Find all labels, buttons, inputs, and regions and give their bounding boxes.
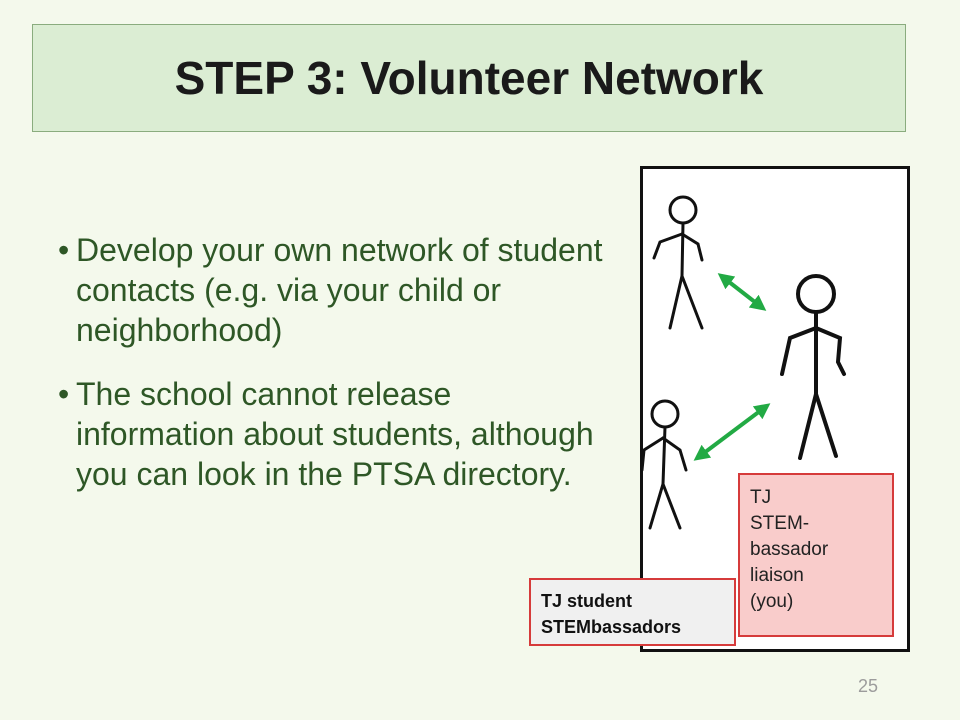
network-diagram: [640, 195, 846, 530]
slide-title: STEP 3: Volunteer Network: [174, 52, 764, 104]
bullet-list: • Develop your own network of student co…: [58, 230, 618, 518]
bullet-marker: •: [58, 232, 70, 268]
student-label-line: STEMbassadors: [541, 617, 682, 637]
bullet-text: Develop your own network of student cont…: [76, 232, 603, 348]
student-stick-figure-top: [652, 195, 704, 330]
liaison-label-line: TJ: [750, 487, 772, 508]
liaison-label-line: STEM-: [750, 513, 810, 534]
liaison-label-line: bassador: [750, 539, 829, 560]
page-number: 25: [858, 676, 879, 696]
bullet-marker: •: [58, 376, 70, 412]
connection-arrow-icon: [693, 403, 771, 461]
bullet-text: The school cannot release information ab…: [76, 376, 594, 492]
student-label-line: TJ student: [541, 591, 633, 611]
bullet-item: • Develop your own network of student co…: [58, 230, 618, 350]
liaison-label-box: TJ STEM- bassador liaison (you): [738, 473, 894, 637]
title-banner: STEP 3: Volunteer Network: [32, 24, 906, 132]
liaison-stick-figure: [780, 274, 846, 460]
bullet-item: • The school cannot release information …: [58, 374, 618, 494]
liaison-label-line: liaison: [750, 565, 804, 586]
student-stick-figure-bottom: [640, 399, 688, 530]
liaison-label-line: (you): [750, 591, 794, 612]
connection-arrow-icon: [717, 273, 767, 311]
student-label-box: TJ student STEMbassadors: [529, 578, 736, 646]
